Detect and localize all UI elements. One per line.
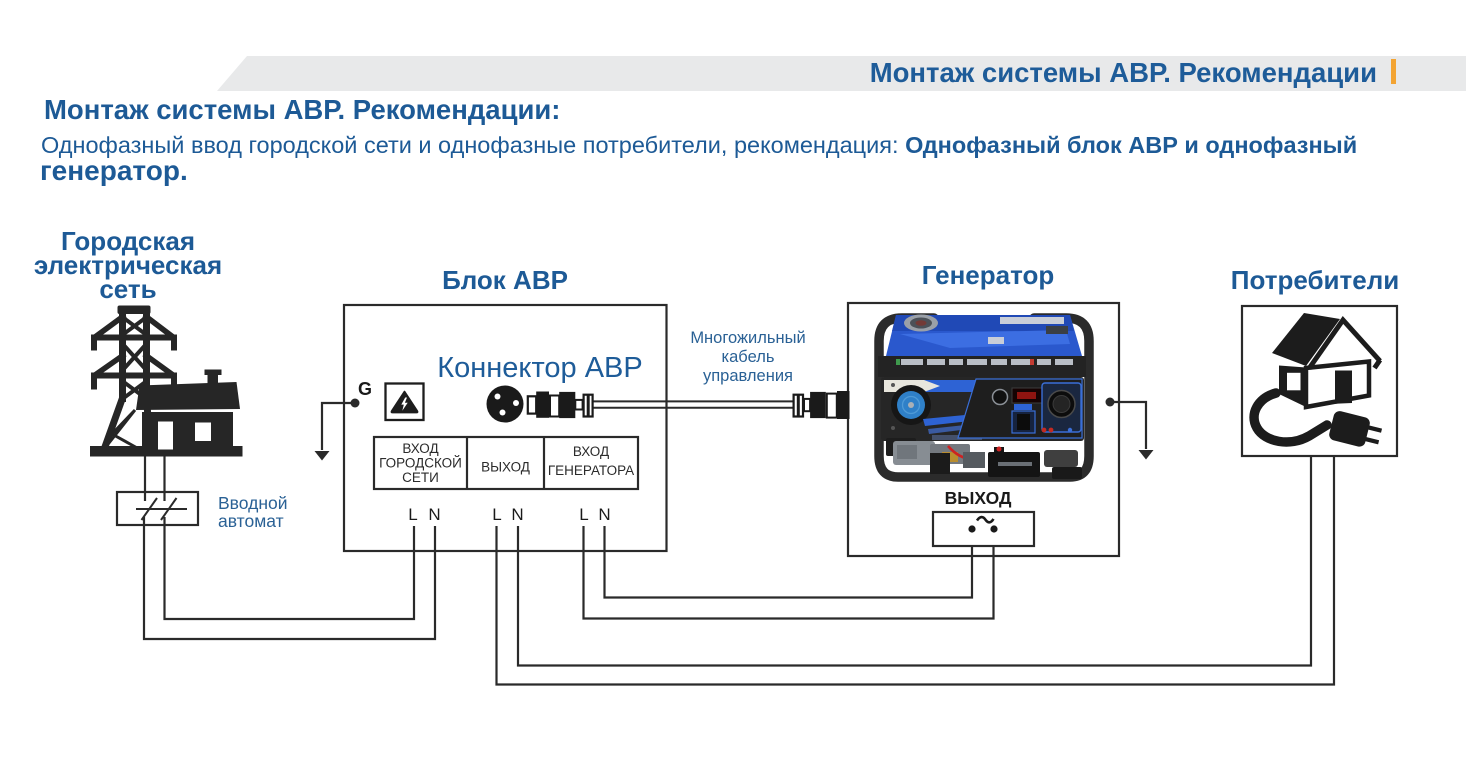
svg-text:Коннектор АВР: Коннектор АВР xyxy=(437,352,643,384)
svg-text:ВХОД: ВХОД xyxy=(573,444,609,459)
svg-text:сеть: сеть xyxy=(99,274,156,304)
svg-text:Многожильный: Многожильный xyxy=(690,329,805,347)
svg-text:Генератор: Генератор xyxy=(922,260,1055,290)
svg-text:Потребители: Потребители xyxy=(1231,265,1399,295)
svg-text:L: L xyxy=(492,505,501,524)
svg-text:автомат: автомат xyxy=(218,511,284,531)
svg-text:L: L xyxy=(579,505,588,524)
svg-text:N: N xyxy=(511,505,523,524)
svg-text:Городская: Городская xyxy=(61,226,195,256)
svg-text:электрическая: электрическая xyxy=(34,250,222,280)
svg-text:N: N xyxy=(598,505,610,524)
svg-text:N: N xyxy=(428,505,440,524)
svg-text:СЕТИ: СЕТИ xyxy=(402,470,439,485)
svg-text:Блок АВР: Блок АВР xyxy=(442,265,568,295)
svg-text:L: L xyxy=(408,505,417,524)
svg-text:кабель: кабель xyxy=(722,348,775,366)
svg-text:ВЫХОД: ВЫХОД xyxy=(481,460,530,475)
svg-text:ВХОД: ВХОД xyxy=(402,441,438,456)
svg-text:G: G xyxy=(358,379,372,399)
svg-text:ГЕНЕРАТОРА: ГЕНЕРАТОРА xyxy=(548,463,634,478)
svg-text:ВЫХОД: ВЫХОД xyxy=(945,488,1012,508)
svg-text:Вводной: Вводной xyxy=(218,493,288,513)
svg-text:ГОРОДСКОЙ: ГОРОДСКОЙ xyxy=(379,456,462,471)
svg-text:управления: управления xyxy=(703,367,793,385)
